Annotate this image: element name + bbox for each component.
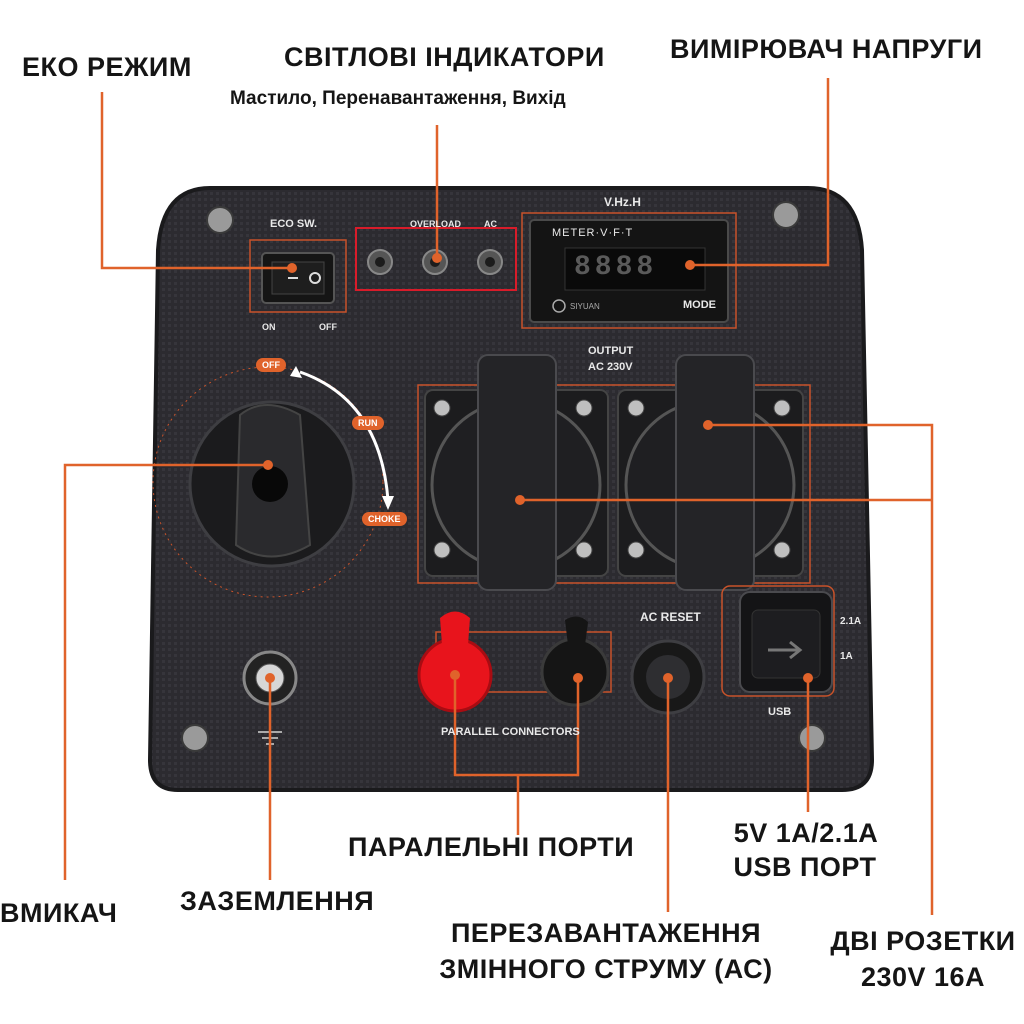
sockets-frame xyxy=(417,384,811,584)
usb-frame xyxy=(721,585,835,697)
usb-icon xyxy=(768,640,803,660)
voltmeter-display xyxy=(564,247,706,291)
mode-button[interactable]: MODE xyxy=(683,299,716,311)
knob-choke-label: CHOKE xyxy=(362,512,407,526)
callout-lines xyxy=(63,78,934,915)
callout-lights-title: СВІТЛОВІ ІНДИКАТОРИ xyxy=(284,42,605,72)
usb-1a-label: 1A xyxy=(840,651,853,662)
screw-icon xyxy=(433,399,791,559)
knob-off-label: OFF xyxy=(256,358,286,372)
brand-label: SIYUAN xyxy=(570,302,600,311)
callout-usb-line1: 5V 1A/2.1A xyxy=(733,818,879,848)
usb-label: USB xyxy=(768,706,792,718)
meter-label: METER·V·F·T xyxy=(552,227,634,239)
overload-label: OVERLOAD xyxy=(410,219,462,229)
callout-reset-line1: ПЕРЕЗАВАНТАЖЕННЯ xyxy=(450,918,762,948)
callout-usb-line2: USB ПОРТ xyxy=(733,852,877,882)
screw-icon xyxy=(181,201,826,752)
output-label-2: AC 230V xyxy=(588,361,633,373)
callout-sockets-line2: 230V 16A xyxy=(860,962,986,992)
callout-voltmeter: ВИМІРЮВАЧ НАПРУГИ xyxy=(670,34,983,64)
eco-sw-label: ECO SW. xyxy=(270,218,318,230)
callout-sockets-line1: ДВІ РОЗЕТКИ xyxy=(830,926,1016,956)
vhzh-label: V.Hz.H xyxy=(604,195,641,209)
ac-label: AC xyxy=(484,219,497,229)
meter-display: 8888 xyxy=(574,252,658,283)
callout-reset-line2: ЗМІННОГО СТРУМУ (АС) xyxy=(439,954,773,984)
ac-reset-label: AC RESET xyxy=(640,610,701,624)
callout-ground: ЗАЗЕМЛЕННЯ xyxy=(180,886,375,916)
socket-cover-2 xyxy=(675,354,755,591)
voltmeter-frame xyxy=(521,212,737,329)
knob-run-label: RUN xyxy=(352,416,384,430)
callout-lights-sub: Мастило, Перенавантаження, Вихід xyxy=(230,88,566,109)
off-label: OFF xyxy=(319,322,337,332)
callout-switch: ВМИКАЧ xyxy=(0,898,118,928)
callout-parallel: ПАРАЛЕЛЬНІ ПОРТИ xyxy=(348,832,635,862)
parallel-connectors-label: PARALLEL CONNECTORS xyxy=(441,726,580,738)
output-label-1: OUTPUT xyxy=(588,345,634,357)
callout-eco-mode: ЕКО РЕЖИМ xyxy=(22,52,192,82)
on-label: ON xyxy=(262,322,276,332)
parallel-port-black xyxy=(540,637,610,707)
socket-cover-1 xyxy=(477,354,557,591)
eco-switch-frame xyxy=(249,239,347,313)
callout-dots xyxy=(263,253,813,683)
usb-2-1a-label: 2.1A xyxy=(840,616,862,627)
